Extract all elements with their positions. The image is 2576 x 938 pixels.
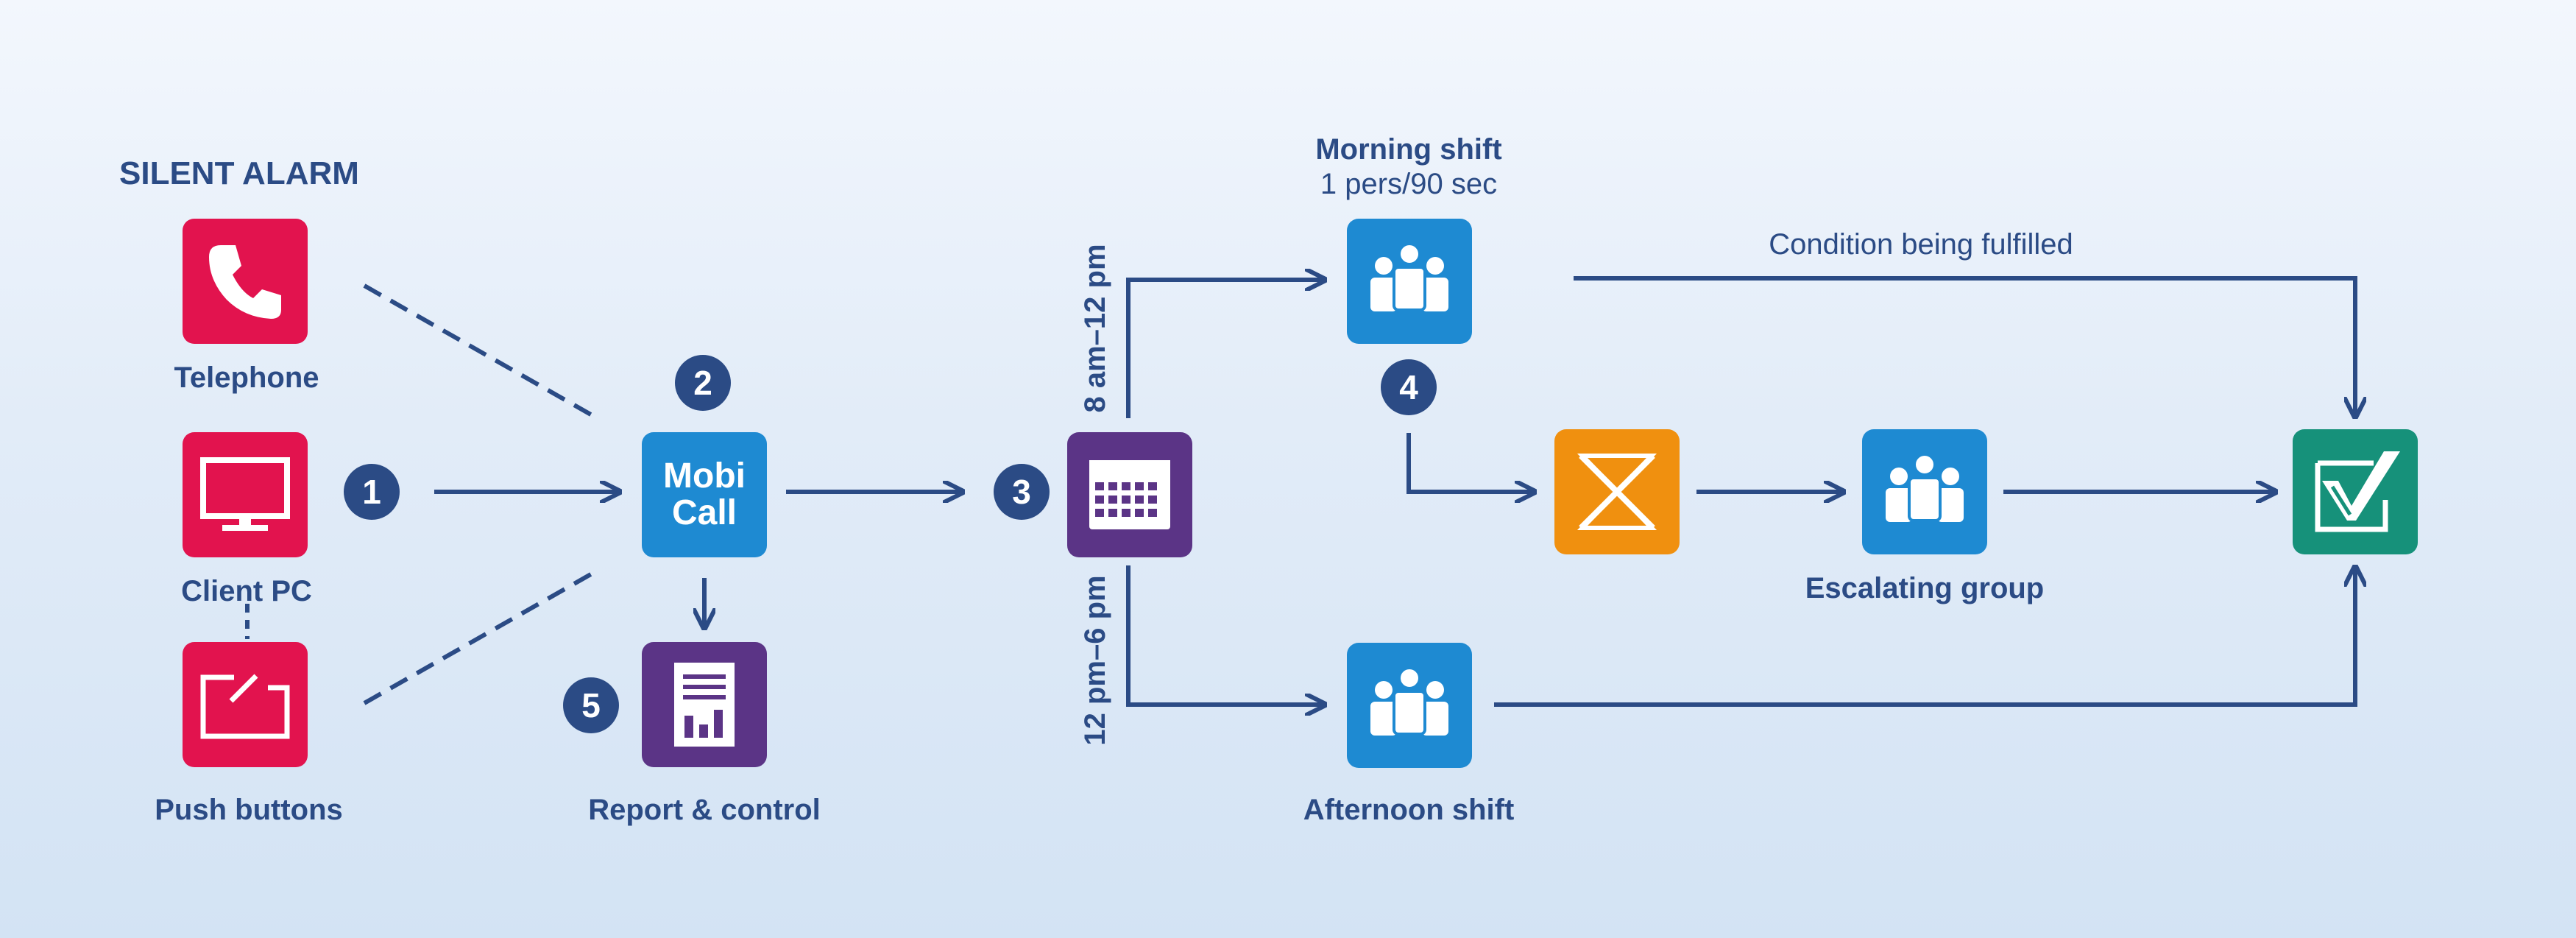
escalating-group-label: Escalating group (1805, 572, 2045, 604)
arrow-morning-to-done (1574, 276, 2355, 417)
escalating-group-icon (1862, 429, 1987, 554)
mobicall-line-1: Mobi (663, 456, 746, 496)
checkmark-icon (2293, 429, 2418, 554)
morning-shift-rate: 1 pers/90 sec (1320, 168, 1498, 200)
telephone-dashed-line (363, 283, 601, 422)
arrow-to-morning-shift (1126, 280, 1325, 418)
client-pc-label: Client PC (181, 575, 312, 607)
morning-time-slot-label: 8 am–12 pm (1079, 244, 1111, 413)
afternoon-shift-label: Afternoon shift (1303, 794, 1515, 826)
telephone-label: Telephone (174, 362, 319, 394)
step-3-badge: 3 (994, 464, 1050, 520)
calendar-icon (1067, 432, 1192, 557)
mobicall-node: Mobi Call (642, 432, 767, 557)
afternoon-time-slot-label: 12 pm–6 pm (1079, 575, 1111, 746)
phone-icon (183, 219, 308, 344)
diagram-title: SILENT ALARM (119, 155, 359, 191)
step-2-badge: 2 (675, 355, 731, 411)
report-label: Report & control (588, 794, 821, 826)
report-chart-icon (642, 642, 767, 767)
morning-shift-group-icon (1347, 219, 1472, 344)
arrow-to-afternoon-shift (1126, 565, 1325, 705)
push-button-icon (183, 642, 308, 767)
mobicall-line-2: Call (671, 493, 737, 532)
step-4-badge: 4 (1381, 359, 1437, 415)
step-5-badge: 5 (563, 677, 619, 733)
condition-label: Condition being fulfilled (1769, 228, 2073, 261)
arrow-step4-to-condition (1406, 433, 1535, 492)
morning-shift-title: Morning shift (1315, 133, 1502, 166)
monitor-icon (183, 432, 308, 557)
arrow-afternoon-to-done (1494, 567, 2355, 707)
step-1-badge: 1 (344, 464, 400, 520)
pushbutton-dashed-line (363, 567, 601, 705)
hourglass-x-icon (1554, 429, 1680, 554)
afternoon-shift-group-icon (1347, 643, 1472, 768)
push-buttons-label: Push buttons (155, 794, 343, 826)
